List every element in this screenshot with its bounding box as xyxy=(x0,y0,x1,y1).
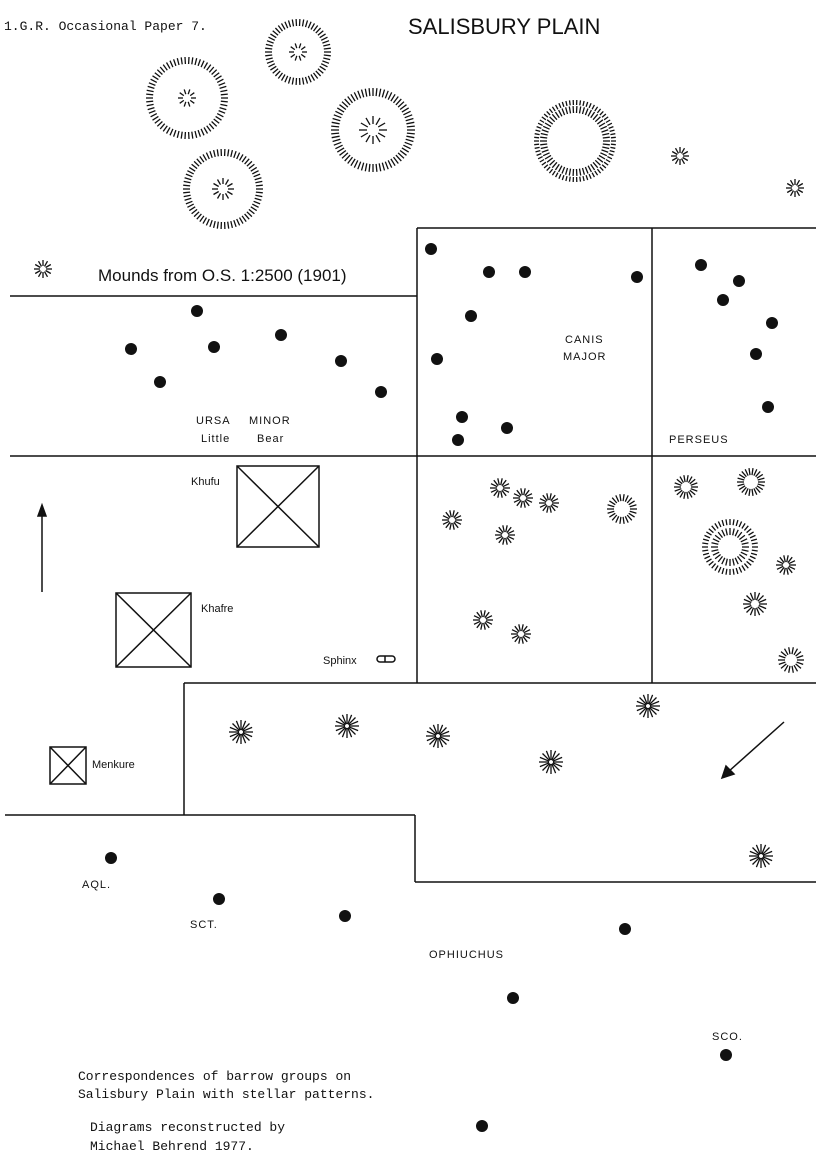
barrow-dot xyxy=(507,992,519,1004)
caption-line-1: Correspondences of barrow groups on xyxy=(78,1069,351,1084)
barrow-dot xyxy=(717,294,729,306)
menkure-pyramid xyxy=(49,746,87,785)
label-canis: CANIS xyxy=(565,334,604,346)
barrow-mound xyxy=(607,494,637,524)
label-perseus: PERSEUS xyxy=(669,434,729,446)
barrow-dot xyxy=(213,893,225,905)
label-sco: SCO. xyxy=(712,1031,743,1043)
boundary-lines xyxy=(5,227,816,883)
star-barrow xyxy=(229,720,253,744)
barrow-dot xyxy=(501,422,513,434)
pyramids xyxy=(49,465,320,785)
label-aql: AQL. xyxy=(82,879,111,891)
barrow-mound xyxy=(513,488,533,508)
barrow-dot xyxy=(375,386,387,398)
barrow-mound xyxy=(495,525,515,545)
barrow-mound xyxy=(539,493,559,513)
large-barrow-mound xyxy=(265,19,331,85)
barrow-dot xyxy=(456,411,468,423)
barrow-dot xyxy=(483,266,495,278)
barrow-mound xyxy=(511,624,531,644)
series-label: 1.G.R. Occasional Paper 7. xyxy=(4,19,207,34)
credit-line-2: Michael Behrend 1977. xyxy=(90,1139,254,1154)
barrow-mound xyxy=(674,475,698,499)
star-barrow xyxy=(335,714,359,738)
barrow-dot xyxy=(733,275,745,287)
page-title: SALISBURY PLAIN xyxy=(408,14,600,39)
star-barrow xyxy=(749,844,773,868)
large-barrow-mound xyxy=(331,88,415,172)
disc-barrow-mound xyxy=(534,99,616,183)
barrow-dot xyxy=(431,353,443,365)
barrow-mound xyxy=(473,610,493,630)
barrow-dot xyxy=(476,1120,488,1132)
barrow-mound xyxy=(778,647,804,673)
label-little: Little xyxy=(201,433,230,445)
barrow-dot xyxy=(465,310,477,322)
disc-barrow-mound xyxy=(702,519,758,575)
barrow-mound xyxy=(737,468,765,496)
label-khufu: Khufu xyxy=(191,476,220,488)
north-arrow-icon xyxy=(36,502,48,592)
label-bear: Bear xyxy=(257,433,284,445)
khufu-pyramid xyxy=(236,465,320,548)
sphinx-symbol xyxy=(376,655,396,663)
credit-line-1: Diagrams reconstructed by xyxy=(90,1120,285,1135)
label-ursa: URSA xyxy=(196,415,231,427)
barrow-dot xyxy=(519,266,531,278)
direction-arrow-icon xyxy=(720,721,785,780)
barrow-dot xyxy=(191,305,203,317)
barrow-mound xyxy=(490,478,510,498)
caption-line-2: Salisbury Plain with stellar patterns. xyxy=(78,1087,374,1102)
barrow-dot xyxy=(750,348,762,360)
barrow-dot xyxy=(125,343,137,355)
label-sphinx: Sphinx xyxy=(323,655,357,667)
barrow-dot xyxy=(695,259,707,271)
small-barrow-mound xyxy=(34,260,52,278)
barrow-dot xyxy=(762,401,774,413)
barrow-dot xyxy=(766,317,778,329)
star-barrow xyxy=(636,694,660,718)
barrow-mound xyxy=(776,555,796,575)
star-barrow xyxy=(426,724,450,748)
small-barrow-mound xyxy=(786,179,804,197)
label-sct: SCT. xyxy=(190,919,218,931)
barrow-dot xyxy=(452,434,464,446)
barrow-mound xyxy=(743,592,767,616)
label-minor: MINOR xyxy=(249,415,291,427)
star-barrow xyxy=(539,750,563,774)
large-barrow-mound xyxy=(183,148,263,230)
barrow-dot xyxy=(208,341,220,353)
label-ophiuchus: OPHIUCHUS xyxy=(429,949,504,961)
barrow-dot xyxy=(619,923,631,935)
label-khafre: Khafre xyxy=(201,603,233,615)
mounds-caption: Mounds from O.S. 1:2500 (1901) xyxy=(98,266,347,285)
barrow-dot xyxy=(425,243,437,255)
barrow-dot xyxy=(339,910,351,922)
barrow-dot xyxy=(720,1049,732,1061)
barrow-dot xyxy=(105,852,117,864)
khafre-pyramid xyxy=(115,592,192,668)
barrow-dot xyxy=(335,355,347,367)
barrow-dot xyxy=(631,271,643,283)
barrow-symbols xyxy=(34,19,804,1132)
barrow-mound xyxy=(442,510,462,530)
barrow-dot xyxy=(275,329,287,341)
large-barrow-mound xyxy=(146,56,228,140)
label-major: MAJOR xyxy=(563,351,607,363)
label-menkure: Menkure xyxy=(92,759,135,771)
barrow-dot xyxy=(154,376,166,388)
small-barrow-mound xyxy=(671,147,689,165)
